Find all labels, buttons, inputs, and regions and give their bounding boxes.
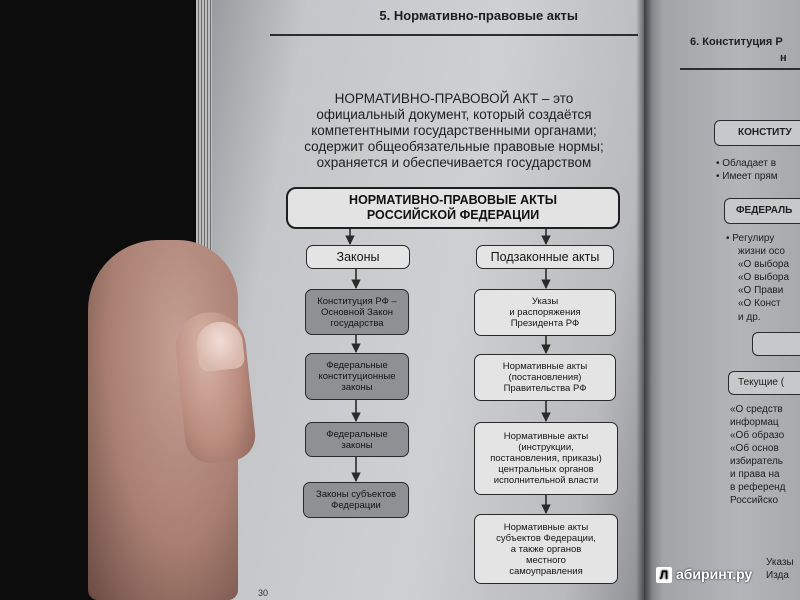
right-reg-line: и др. — [738, 312, 761, 323]
definition-line: официальный документ, который создаётся — [316, 107, 592, 122]
right-law-line: Российско — [730, 495, 779, 506]
diagram-title-line: НОРМАТИВНО-ПРАВОВЫЕ АКТЫ — [349, 193, 557, 207]
right-reg-line: жизни осо — [738, 246, 785, 257]
right-footer-line: Изда — [766, 570, 789, 581]
right-page — [644, 0, 800, 600]
book-gutter — [636, 0, 652, 600]
node-line: Федерации — [331, 500, 381, 511]
definition-line: компетентными государственными органами; — [311, 123, 597, 138]
node-line: Указы — [531, 296, 559, 307]
node-line: Федеральные — [326, 360, 388, 371]
right-empty-box — [752, 332, 800, 356]
right-bullet-text: Обладает в — [722, 158, 777, 169]
node-line: Нормативные акты — [503, 431, 589, 442]
node-line: Нормативные акты — [503, 521, 589, 533]
node-line: государства — [330, 317, 384, 329]
right-law-line: и права на — [730, 469, 780, 480]
node-line: конституционные — [318, 371, 396, 382]
right-reg-line: • Регулиру — [726, 233, 775, 244]
node-line: исполнительной власти — [493, 475, 599, 486]
header-rule — [270, 34, 638, 36]
node-line: субъектов Федерации, — [496, 532, 596, 544]
page-number: 30 — [258, 588, 269, 598]
right-reg-text: Регулиру — [732, 233, 775, 244]
bylaws-category-box: Подзаконные акты — [476, 245, 614, 269]
right-bullet-text: Имеет прям — [722, 171, 778, 182]
node-line: и распоряжения — [509, 307, 581, 318]
law-node-federal: Федеральные законы — [305, 422, 409, 457]
right-box-federal — [724, 198, 800, 224]
diagram-title-line: РОССИЙСКОЙ ФЕДЕРАЦИИ — [366, 208, 540, 222]
watermark-logo-icon: Л — [656, 567, 672, 583]
right-header-line2: н — [780, 52, 787, 64]
laws-label: Законы — [336, 249, 380, 264]
law-node-constitution: Конституция РФ – Основной Закон государс… — [305, 289, 409, 335]
definition-line: НОРМАТИВНО-ПРАВОВОЙ АКТ – это — [334, 91, 574, 106]
node-line: Президента РФ — [510, 318, 580, 329]
node-line: (постановления) — [508, 372, 582, 383]
bylaw-node-government: Нормативные акты (постановления) Правите… — [474, 354, 616, 401]
right-bullet: • Имеет прям — [716, 171, 778, 182]
node-line: центральных органов — [498, 464, 594, 475]
node-line: постановления, приказы) — [490, 453, 602, 464]
definition-line: содержит общеобязательные правовые нормы… — [304, 139, 604, 154]
node-line: законы — [341, 439, 373, 451]
bylaw-node-executive: Нормативные акты (инструкции, постановле… — [474, 422, 618, 495]
section-title: 5. Нормативно-правовые акты — [379, 8, 578, 23]
right-header-rule — [680, 68, 800, 70]
node-line: Конституция РФ – — [317, 295, 397, 307]
watermark-text: абиринт.ру — [676, 566, 753, 582]
bylaw-node-regional-local: Нормативные акты субъектов Федерации, а … — [474, 514, 618, 584]
right-reg-line: «О Конст — [738, 298, 781, 309]
right-bullet: • Обладает в — [716, 158, 777, 169]
right-box-current-label: Текущие ( — [738, 377, 785, 388]
node-line: местного — [525, 554, 566, 566]
right-law-line: избиратель — [730, 456, 784, 467]
node-line: Федеральные — [326, 428, 388, 440]
right-box-federal-label: ФЕДЕРАЛЬ — [736, 205, 793, 216]
node-line: Правительства РФ — [503, 383, 587, 394]
right-law-line: «Об образо — [730, 430, 785, 441]
right-footer-line: Указы — [766, 557, 794, 568]
law-node-federal-constitutional: Федеральные конституционные законы — [305, 353, 409, 400]
right-law-line: «О средств — [730, 404, 783, 415]
node-line: Основной Закон — [320, 306, 393, 318]
node-line: (инструкции, — [518, 442, 574, 453]
definition: НОРМАТИВНО-ПРАВОВОЙ АКТ – это официальны… — [268, 91, 640, 171]
right-box-current — [728, 371, 800, 395]
right-reg-line: «О Прави — [738, 285, 784, 296]
section-header: 5. Нормативно-правовые акты — [270, 6, 638, 36]
right-header: 6. Конституция Р — [690, 36, 783, 48]
bylaws-label: Подзаконные акты — [490, 249, 600, 264]
right-reg-line: «О выбора — [738, 272, 790, 283]
right-law-line: «Об основ — [730, 443, 779, 454]
node-line: Законы субъектов — [315, 489, 397, 500]
right-law-line: в референд — [730, 482, 786, 493]
definition-line: охраняется и обеспечивается государством — [316, 155, 592, 170]
diagram-title-box: НОРМАТИВНО-ПРАВОВЫЕ АКТЫ РОССИЙСКОЙ ФЕДЕ… — [286, 187, 620, 229]
node-line: а также органов — [510, 543, 582, 555]
law-node-subjects: Законы субъектов Федерации — [303, 482, 409, 518]
node-line: самоуправления — [509, 565, 583, 577]
right-law-line: информац — [730, 417, 779, 428]
laws-category-box: Законы — [306, 245, 410, 269]
node-line: Нормативные акты — [502, 361, 588, 372]
node-line: законы — [341, 382, 373, 393]
right-box-constitution-label: КОНСТИТУ — [738, 127, 792, 138]
right-box-constitution — [714, 120, 800, 146]
bylaw-node-president: Указы и распоряжения Президента РФ — [474, 289, 616, 336]
right-reg-line: «О выбора — [738, 259, 790, 270]
